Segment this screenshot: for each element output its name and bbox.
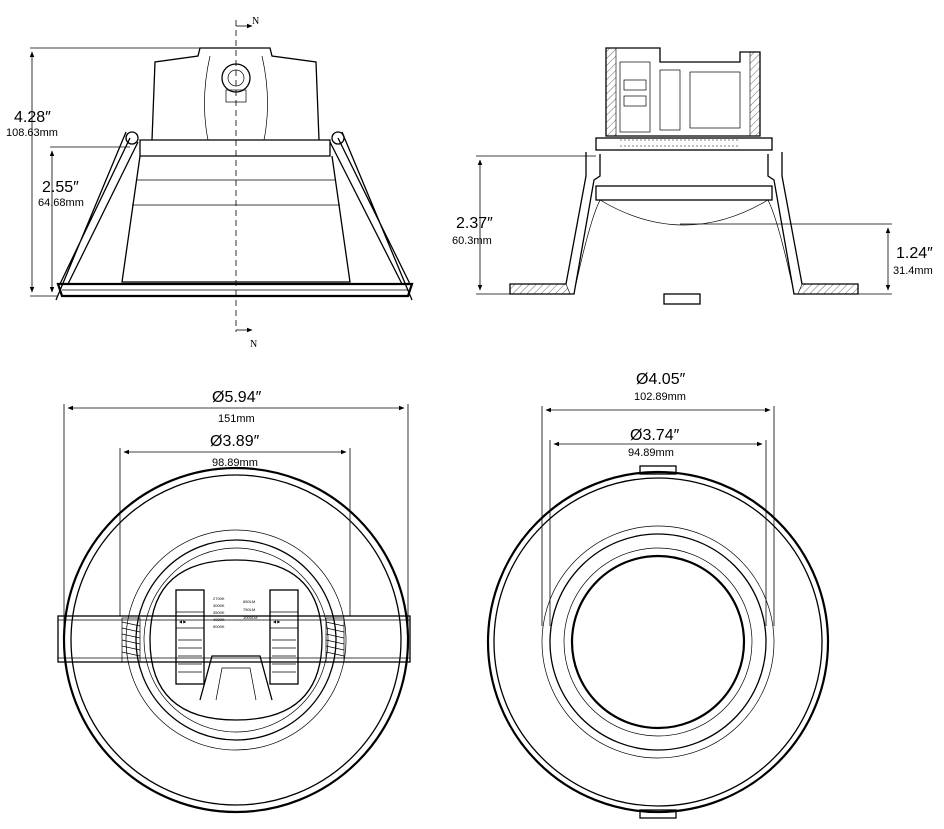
- outer-ring-circle: [486, 470, 830, 814]
- lumen-label: 1000LM: [243, 615, 257, 620]
- lumen-switch: [269, 589, 299, 685]
- section-marker-top: N: [252, 16, 259, 27]
- dim-right-inner-diameter-in: Ø3.74″: [630, 427, 680, 444]
- driver-box: [605, 47, 761, 137]
- dim-right-outer-diameter-in: Ø4.05″: [636, 371, 686, 388]
- dim-height-total-mm: 108.63mm: [6, 127, 58, 139]
- dim-right-outer-diameter-mm: 102.89mm: [634, 391, 686, 403]
- spring-icon: [121, 617, 141, 663]
- led-board: [595, 137, 773, 151]
- cct-label: 2700K: [213, 596, 225, 601]
- bottom-view-left: ◀ ▶ ◀ ▶ 2700K 3000K 3500K 4000K 5000K 65…: [57, 389, 411, 814]
- bottom-tab: [639, 809, 677, 819]
- cct-label: 3000K: [213, 603, 225, 608]
- side-view: N N 4.28″ 108.63mm 2.55″ 64.68mm: [6, 16, 414, 350]
- spring-clip-right: [329, 131, 413, 301]
- lumen-label: 750LM: [243, 607, 255, 612]
- section-marker-bottom: N: [250, 339, 257, 350]
- cct-label: 5000K: [213, 624, 225, 629]
- dim-outer-diameter-in: Ø5.94″: [212, 389, 262, 406]
- lumen-label: 650LM: [243, 599, 255, 604]
- dim-right-inner-diameter-mm: 94.89mm: [628, 447, 674, 459]
- lens: [595, 185, 773, 201]
- dim-section-right-in: 1.24″: [896, 245, 933, 262]
- outer-trim-circle: [62, 466, 410, 814]
- dim-height-total-in: 4.28″: [14, 109, 51, 126]
- dim-cutout-diameter-in: Ø3.89″: [210, 433, 260, 450]
- spring-clip-left: [55, 131, 139, 301]
- cct-label: 3500K: [213, 610, 225, 615]
- bottom-view-right: Ø4.05″ 102.89mm Ø3.74″ 94.89mm: [486, 371, 830, 819]
- aperture-circle: [570, 554, 746, 730]
- spring-icon: [325, 617, 345, 663]
- dim-section-left-mm: 60.3mm: [452, 235, 492, 247]
- trim-ring: [56, 282, 414, 298]
- mounting-bracket: [57, 615, 411, 663]
- driver-handle: [199, 655, 273, 701]
- dim-height-trim-in: 2.55″: [42, 179, 79, 196]
- dim-cutout-diameter-mm: 98.89mm: [212, 457, 258, 469]
- dim-section-left-in: 2.37″: [456, 215, 493, 232]
- cct-label: 4000K: [213, 617, 225, 622]
- bottom-tab: [663, 293, 701, 305]
- section-view: 2.37″ 60.3mm 1.24″ 31.4mm: [452, 47, 933, 305]
- top-tab: [639, 465, 677, 475]
- dim-section-right-mm: 31.4mm: [893, 265, 933, 277]
- driver-housing: [151, 47, 320, 141]
- svg-text:◀ ▶: ◀ ▶: [273, 619, 281, 624]
- dim-outer-diameter-mm: 151mm: [218, 413, 255, 425]
- dim-height-trim-mm: 64.68mm: [38, 197, 84, 209]
- svg-text:◀ ▶: ◀ ▶: [179, 619, 187, 624]
- cct-switch: [175, 589, 205, 685]
- knob-icon: [221, 63, 251, 93]
